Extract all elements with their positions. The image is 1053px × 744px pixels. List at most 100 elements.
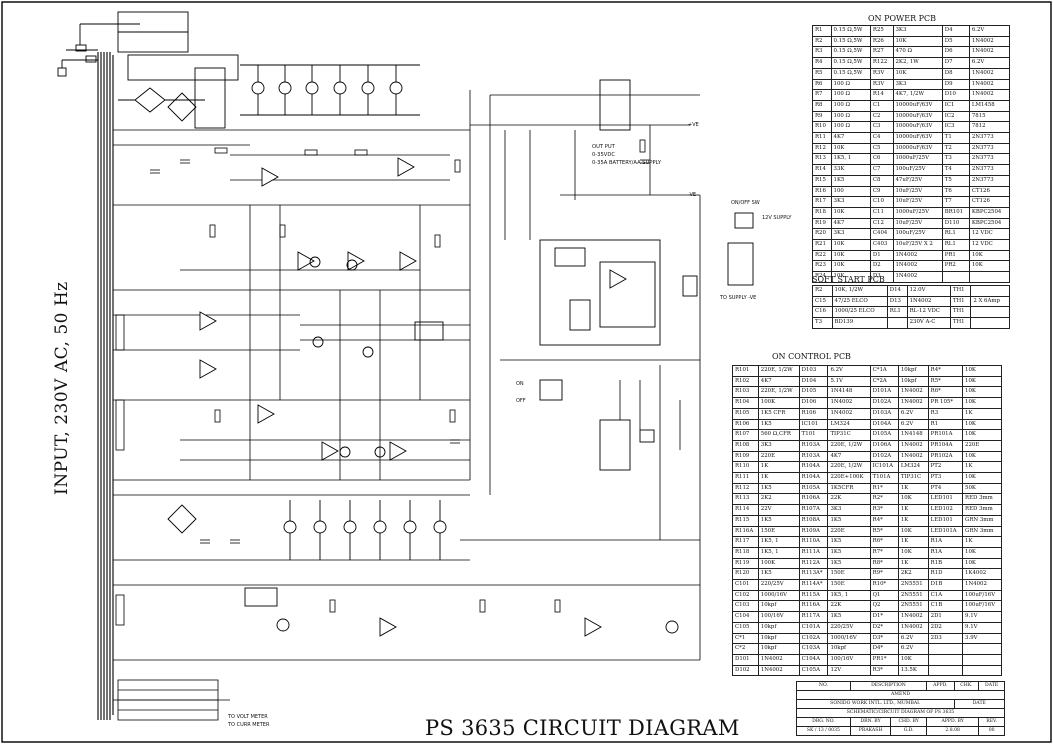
control-parts-cell: Q1 [869,589,899,602]
power-parts-cell: R21 [812,239,832,251]
control-parts-cell: 6.2V [897,407,929,420]
control-parts-cell: R5* [927,375,964,388]
output-label: OUT PUT [592,144,615,150]
control-parts-cell: R112 [732,482,759,495]
control-parts-cell: 1K [757,472,800,484]
control-parts-cell: R6* [927,386,964,399]
power-parts-cell: R25 [869,25,894,37]
control-parts-cell: R108A [798,514,829,527]
control-parts-cell: 22K [827,600,871,613]
power-parts-cell: C2 [869,110,894,123]
control-parts-cell [962,653,1002,666]
power-parts-cell: 1N4002 [968,89,1011,101]
control-parts-cell: 10K [962,472,1002,484]
control-parts-cell: 1K5, 1 [757,546,800,559]
power-parts-cell: 10K [830,249,871,262]
power-parts-cell: C3 [869,121,894,134]
power-parts-cell: 1000uF/25V [892,153,943,166]
control-parts-cell: 6.2V [897,632,929,645]
control-parts-cell: R101 [732,365,759,377]
control-parts-cell: 10K [962,397,1002,409]
power-parts-cell: 2N3773 [968,132,1011,144]
control-parts-cell: 2N5551 [897,579,929,591]
power-parts-cell: C7 [869,164,894,176]
control-parts-cell: R2* [869,493,899,506]
control-parts-cell: C*2A [869,375,899,388]
control-parts-cell: R120 [732,568,759,581]
power-parts-cell: 4K7, 1/2W [892,89,943,101]
title-block: NO. DESCRIPTION APPD. CHK. DATE AMEND SO… [796,681,1006,736]
control-parts-cell: 220E, 1/2W [757,386,800,399]
power-parts-cell: 1N4002 [968,35,1011,48]
control-parts-cell: 220E [757,450,800,463]
soft-start-parts-cell: 1000/25 ELCO [831,306,888,319]
control-parts-cell: 10kpf [757,600,800,613]
control-parts-cell: TIP31C [897,472,929,484]
control-parts-cell: D102 [732,664,759,677]
control-parts-cell: RED 3mm [962,504,1002,516]
power-parts-cell: R10 [812,121,832,134]
control-parts-cell: R1B [927,557,964,570]
control-parts-cell: 1K5, 1 [757,536,800,548]
soft-start-parts-cell [970,285,1010,297]
soft-start-parts-cell: RL-12 VDC [906,306,951,319]
control-parts-cell: 1N4148 [827,386,871,399]
minus-ve-terminal-label: -VE [688,192,697,198]
control-parts-cell: R112A [798,557,829,570]
soft-start-pcb-title: SOFT START PCB [812,275,885,284]
power-parts-cell: 3K3 [830,196,871,208]
tb-label-drn-by: DRN. BY [849,717,892,727]
power-parts-cell: R16 [812,185,832,198]
control-parts-cell: C105 [732,621,759,634]
control-parts-cell: R103A [798,450,829,463]
power-parts-cell: R6 [812,78,832,91]
power-parts-cell [968,271,1011,283]
on-off-switch-label: ON/OFF SW [731,200,760,206]
soft-start-parts-cell: TH1 [949,306,972,319]
power-parts-cell: 33K [830,164,871,176]
power-parts-cell: R19 [812,217,832,230]
control-parts-cell: 100uF/16V [962,589,1002,602]
control-parts-cell: 3K3 [827,504,871,516]
power-parts-cell: R7 [812,89,832,101]
control-parts-cell: Q2 [869,600,899,613]
control-parts-cell: 1K5 [827,546,871,559]
control-parts-cell: 2K2 [897,568,929,581]
control-parts-cell [962,643,1002,655]
power-parts-cell: 100 [830,185,871,198]
control-parts-cell: 1N4002 [897,386,929,399]
power-parts-cell: 10000uF/63V [892,132,943,144]
soft-start-parts-cell: 1N4002 [906,295,951,308]
control-parts-cell: PT4 [927,482,964,495]
control-parts-cell: R113 [732,493,759,506]
control-parts-cell: C104A [798,653,829,666]
power-parts-cell: 1N4002 [892,249,943,262]
control-parts-cell: R8* [869,557,899,570]
power-parts-cell: 10K [968,249,1011,262]
soft-start-parts-cell: R2 [812,285,833,297]
control-parts-cell: 2D1 [927,611,964,623]
control-parts-cell: LM324 [897,461,929,474]
control-parts-cell: PT2 [927,461,964,474]
soft-start-parts-cell: 47/25 ELCO [831,295,888,308]
control-parts-cell: 1K [897,536,929,548]
control-parts-cell: T101A [869,472,899,484]
power-parts-cell: T5 [941,174,970,187]
control-parts-cell: 1K5 [757,418,800,431]
control-parts-cell: 1N4002 [897,450,929,463]
control-parts-cell: PT3 [927,472,964,484]
control-parts-cell: 4K7 [757,375,800,388]
